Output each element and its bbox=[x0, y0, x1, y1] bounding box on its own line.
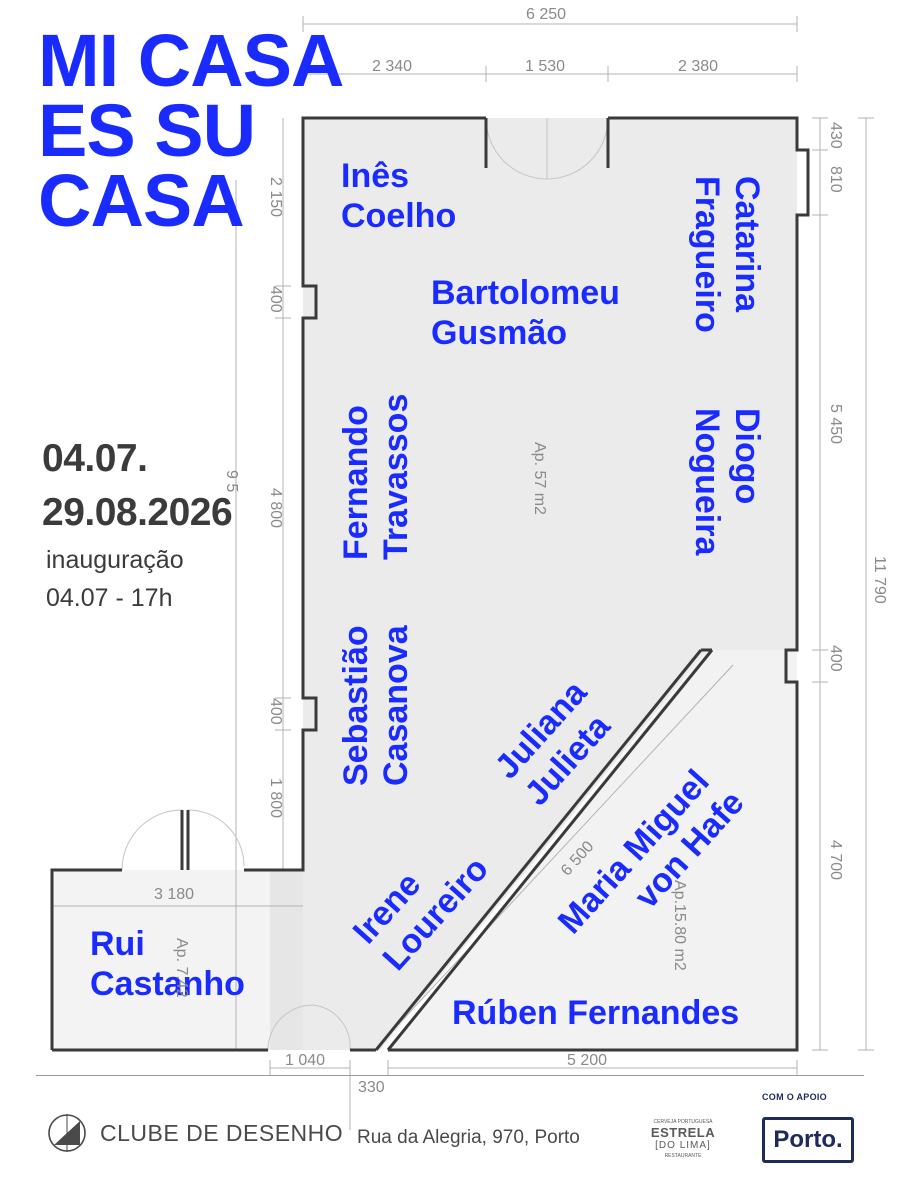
artist-ines-coelho: Inês Coelho bbox=[341, 156, 456, 236]
artist-full-name: Rúben Fernandes bbox=[452, 994, 740, 1032]
footer-divider bbox=[36, 1075, 864, 1076]
start-date: 04.07. bbox=[42, 437, 148, 480]
dimension-left-9500: 9 5 bbox=[223, 470, 240, 493]
artist-first-name: Catarina bbox=[728, 176, 766, 313]
opening-label: inauguração bbox=[46, 546, 184, 574]
dimension-seg-right: 2 380 bbox=[678, 58, 719, 75]
dimension-total-width: 6 250 bbox=[526, 6, 567, 23]
estrela-top-text: CERVEJA PORTUGUESA bbox=[653, 1119, 713, 1125]
dimension-bottom-5200: 5 200 bbox=[567, 1052, 608, 1069]
artist-sebastiao-casanova: Sebastião Casanova bbox=[336, 625, 416, 786]
artist-last-name: Gusmão bbox=[431, 314, 568, 352]
dimension-right-810: 810 bbox=[827, 166, 844, 193]
artist-last-name: Castanho bbox=[90, 965, 245, 1003]
dimension-right-430: 430 bbox=[827, 122, 844, 149]
artist-last-name: Travassos bbox=[377, 393, 415, 560]
exhibition-dates: 04.07. 29.08.2026 bbox=[42, 432, 233, 540]
dimension-left-4800: 4 800 bbox=[267, 488, 284, 529]
dimension-bottom-1040: 1 040 bbox=[285, 1052, 326, 1069]
clube-de-desenho-logo bbox=[48, 1114, 86, 1152]
area-label-triangle: Ap.15.80 m2 bbox=[671, 880, 688, 971]
annex-room-floor bbox=[52, 870, 303, 1050]
dimension-annex-3180: 3 180 bbox=[154, 886, 195, 903]
area-label-main: Ap. 57 m2 bbox=[531, 442, 548, 515]
estrela-name: ESTRELA bbox=[650, 1125, 716, 1140]
dimension-lines bbox=[52, 16, 874, 1130]
dimension-right-400: 400 bbox=[827, 645, 844, 672]
artist-first-name: Bartolomeu bbox=[431, 274, 620, 312]
artist-catarina-fragueiro: Catarina Fragueiro bbox=[687, 176, 767, 333]
artist-last-name: Casanova bbox=[377, 625, 415, 786]
dimension-right-5450: 5 450 bbox=[827, 404, 844, 445]
artist-last-name: Fragueiro bbox=[688, 176, 726, 333]
support-label: COM O APOIO bbox=[762, 1092, 827, 1102]
walls bbox=[50, 116, 810, 1052]
annex-passage-floor bbox=[270, 870, 303, 1050]
estrela-logo: CERVEJA PORTUGUESA ESTRELA [DO LIMA] RES… bbox=[648, 1118, 718, 1160]
exhibition-title: MI CASA ES SU CASA bbox=[38, 19, 344, 242]
main-room-floor bbox=[303, 118, 797, 1050]
porto-logo: Porto. bbox=[762, 1117, 854, 1163]
club-name: CLUBE DE DESENHO bbox=[100, 1119, 344, 1146]
dimension-right-11790: 11 790 bbox=[871, 556, 888, 604]
artist-first-name: Diogo bbox=[728, 408, 766, 505]
artist-ruben-fernandes: Rúben Fernandes bbox=[452, 993, 739, 1033]
estrela-subtitle: [DO LIMA] bbox=[655, 1140, 711, 1151]
artist-last-name: Coelho bbox=[341, 197, 457, 235]
triangle-room-floor bbox=[388, 650, 797, 1050]
dimension-left-2150: 2 150 bbox=[267, 177, 284, 218]
end-date: 29.08.2026 bbox=[42, 491, 233, 534]
artist-first-name: Sebastião bbox=[337, 625, 375, 786]
artist-first-name: Rui bbox=[90, 925, 145, 963]
dimension-right-4700: 4 700 bbox=[827, 840, 844, 881]
dimension-seg-left: 2 340 bbox=[372, 58, 413, 75]
artist-fernando-travassos: Fernando Travassos bbox=[336, 394, 416, 560]
opening-time: 04.07 - 17h bbox=[46, 584, 173, 612]
estrela-bottom-text: RESTAURANTE bbox=[664, 1153, 702, 1159]
dimension-left-400-bottom: 400 bbox=[267, 698, 284, 725]
artist-bartolomeu-gusmao: Bartolomeu Gusmão bbox=[431, 273, 620, 353]
artist-diogo-nogueira: Diogo Nogueira bbox=[687, 408, 767, 555]
title-line: ES SU bbox=[38, 89, 256, 172]
dimension-left-400-top: 400 bbox=[267, 286, 284, 313]
door-swings bbox=[121, 117, 609, 1051]
dimension-bottom-330: 330 bbox=[358, 1079, 385, 1096]
artist-first-name: Inês bbox=[341, 157, 410, 195]
title-line: CASA bbox=[38, 159, 245, 242]
dimension-left-1800: 1 800 bbox=[267, 778, 284, 819]
artist-last-name: Nogueira bbox=[688, 408, 726, 556]
clube-de-desenho: CLUBE DE DESENHO bbox=[46, 1112, 343, 1154]
artist-rui-castanho: Rui Castanho bbox=[90, 924, 245, 1004]
venue-address: Rua da Alegria, 970, Porto bbox=[357, 1127, 580, 1148]
area-label-annex: Ap. 7.42 bbox=[173, 938, 190, 998]
dimension-seg-middle: 1 530 bbox=[525, 58, 566, 75]
title-line: MI CASA bbox=[38, 19, 344, 102]
artist-first-name: Fernando bbox=[337, 405, 375, 560]
opening-info: inauguração 04.07 - 17h bbox=[46, 541, 184, 617]
